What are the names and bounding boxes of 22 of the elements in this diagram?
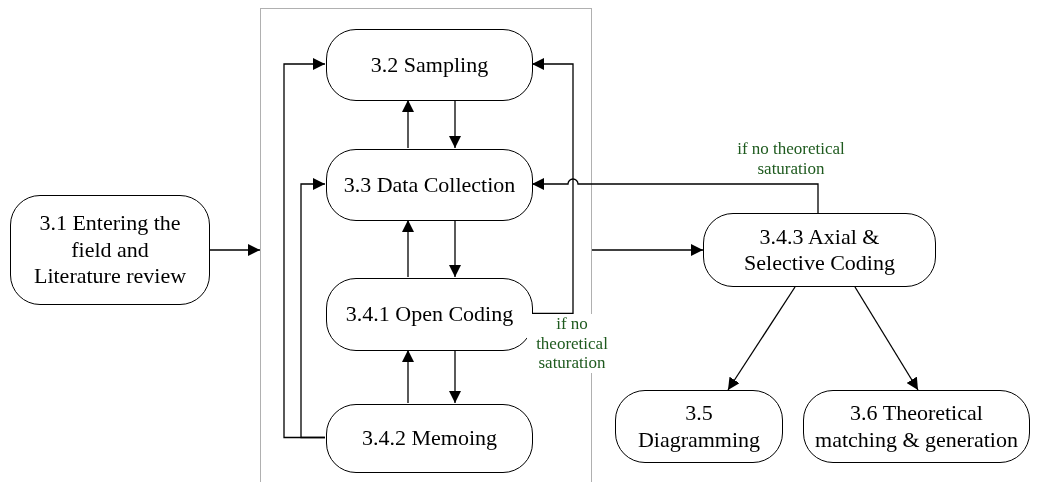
arrow xyxy=(531,178,819,214)
process-box: 3.3 Data Collection xyxy=(326,149,533,221)
arrow xyxy=(209,244,261,256)
arrow xyxy=(449,99,461,149)
arrow xyxy=(727,286,796,391)
process-box: 3.4.2 Memoing xyxy=(326,404,533,473)
process-box: 3.5 Diagramming xyxy=(615,390,783,463)
arrow xyxy=(300,178,326,439)
arrow xyxy=(402,349,414,404)
arrow xyxy=(449,219,461,278)
arrow xyxy=(854,286,919,391)
process-box: 3.6 Theoretical matching & generation xyxy=(803,390,1030,463)
process-box: 3.2 Sampling xyxy=(326,29,533,101)
process-box: 3.4.3 Axial & Selective Coding xyxy=(703,213,936,287)
process-box: 3.4.1 Open Coding xyxy=(326,278,533,351)
arrow xyxy=(402,99,414,149)
process-box: 3.1 Entering the field and Literature review xyxy=(10,195,210,305)
arrow xyxy=(449,349,461,404)
arrow xyxy=(591,244,704,256)
arrow xyxy=(402,219,414,278)
arrow xyxy=(283,58,326,439)
arrow xyxy=(531,58,574,315)
